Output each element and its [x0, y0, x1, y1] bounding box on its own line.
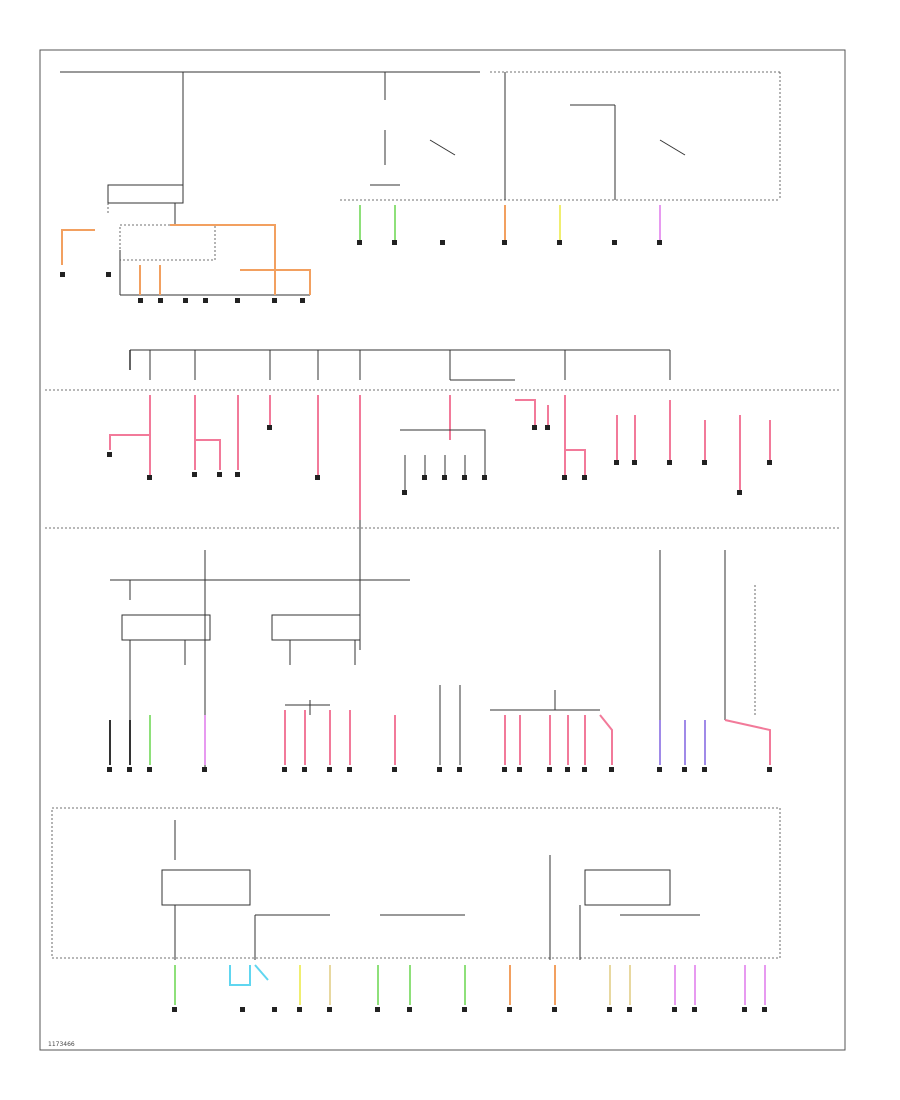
section-2 [45, 349, 840, 520]
section-3 [45, 520, 840, 772]
section-1 [60, 71, 781, 303]
diagram-border [39, 49, 846, 1051]
section-4 [51, 807, 781, 1012]
figure-id-label: 1173466 [48, 1041, 75, 1048]
